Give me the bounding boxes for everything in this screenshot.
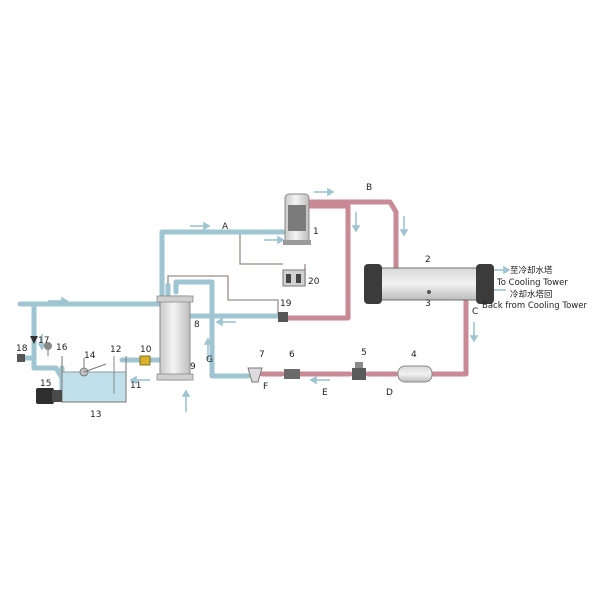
check-valve [278,312,288,322]
pressure-switch [282,269,306,287]
label-4: 4 [411,350,417,360]
label-7: 7 [259,350,265,360]
label-6: 6 [289,350,295,360]
from-tower-cn: 冷却水塔回 [510,289,553,300]
label-16: 16 [56,343,68,353]
label-8: 8 [194,320,200,330]
flow-arrow [309,375,330,385]
point-g: G [206,355,213,365]
flow-arrow [181,389,191,412]
flow-arrow [203,337,213,360]
to-tower-en: To Cooling Tower [496,278,568,288]
filter-drier [284,369,300,379]
point-e: E [322,388,328,398]
flow-arrow [351,212,361,233]
component-labels: 1 2 3 4 5 6 7 8 9 10 11 12 13 14 15 16 1… [16,227,431,420]
label-11: 11 [130,381,141,391]
compressor [283,193,311,245]
flow-arrow [48,296,69,306]
point-d: D [386,388,393,398]
label-12: 12 [110,345,121,355]
liquid-receiver [397,365,433,383]
flow-arrow [129,375,150,385]
flow-arrow [314,187,335,197]
drain-valve [17,354,25,362]
flow-arrow [469,322,479,343]
label-14: 14 [84,351,96,361]
label-19: 19 [280,299,292,309]
water-pump [36,388,62,404]
flow-arrow [190,221,211,231]
point-b: B [366,183,372,193]
label-20: 20 [308,277,320,287]
label-18: 18 [16,344,28,354]
cold-flow-arrows [37,187,511,412]
hot-refrigerant-pipes [259,199,469,377]
flow-arrow [215,317,236,327]
evaporator [156,295,194,381]
flow-arrow [264,235,285,245]
point-f: F [263,382,268,392]
label-13: 13 [90,410,101,420]
flow-point-labels: A B C D E F G [206,183,478,398]
pressure-gauge [44,342,52,356]
point-c: C [472,307,478,317]
flow-arrow [37,334,47,351]
label-1: 1 [313,227,319,237]
solenoid-valve [352,362,366,380]
water-tank [61,356,127,403]
cooling-tower-notes: 至冷却水塔 To Cooling Tower 冷却水塔回 Back from C… [482,265,587,311]
shutoff-valve [30,336,38,344]
to-tower-cn: 至冷却水塔 [510,265,553,276]
expansion-valve [247,367,263,383]
label-5: 5 [361,348,367,358]
point-a: A [222,222,229,232]
from-tower-en: Back from Cooling Tower [482,301,587,311]
flow-arrow [399,216,409,237]
cold-water-pipes [17,229,286,399]
flow-switch [139,355,151,366]
label-17: 17 [38,336,49,346]
label-3: 3 [425,299,431,309]
label-15: 15 [40,379,51,389]
label-10: 10 [140,345,152,355]
label-9: 9 [190,362,196,372]
label-2: 2 [425,255,431,265]
condenser [364,264,494,304]
